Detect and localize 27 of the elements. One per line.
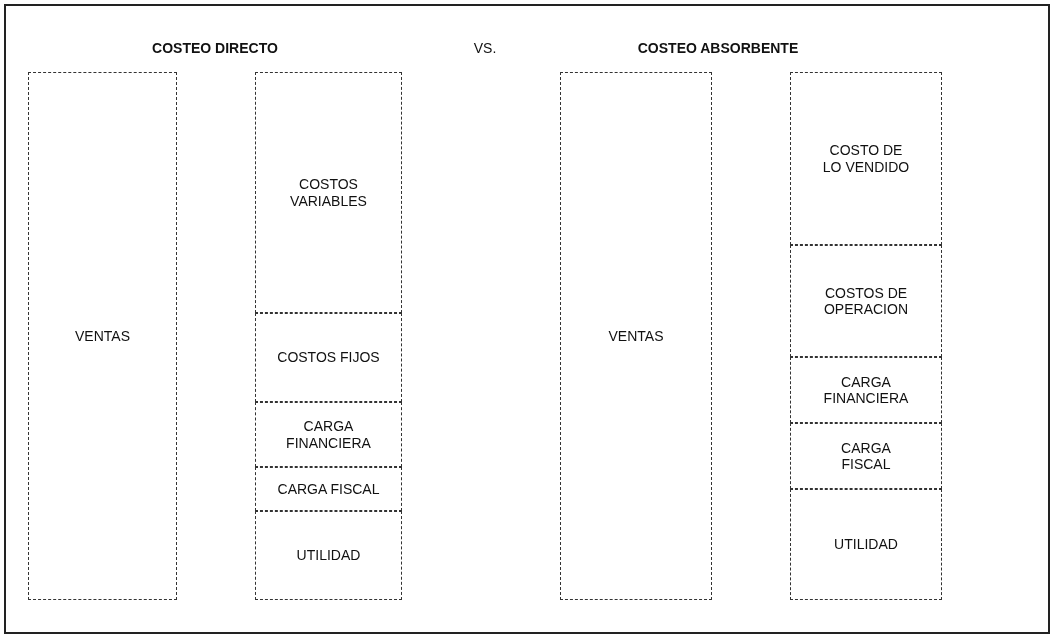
block-label: CARGA FISCAL — [277, 480, 380, 498]
block-label: VENTAS — [608, 327, 664, 345]
cost-block — [28, 72, 177, 600]
cost-block — [255, 511, 402, 600]
block-label: CARGA FISCAL — [840, 439, 892, 473]
cost-block — [255, 467, 402, 511]
cost-block — [790, 423, 942, 489]
block-label: UTILIDAD — [834, 536, 898, 553]
cost-block — [790, 489, 942, 600]
block-label: COSTO DE LO VENDIDO — [821, 142, 911, 175]
cost-block — [255, 72, 402, 313]
cost-block — [255, 402, 402, 467]
cost-block — [560, 72, 712, 600]
block-label: VENTAS — [75, 327, 130, 345]
block-label: COSTOS FIJOS — [277, 349, 380, 366]
block-label: CARGA FINANCIERA — [822, 373, 910, 407]
cost-block — [255, 313, 402, 402]
versus-label: VS. — [473, 40, 497, 56]
cost-block — [790, 245, 942, 357]
block-label: COSTOS VARIABLES — [289, 176, 368, 209]
cost-block — [790, 357, 942, 423]
block-label: UTILIDAD — [296, 547, 361, 564]
block-label: CARGA FINANCIERA — [285, 418, 372, 451]
column-heading: COSTEO DIRECTO — [152, 40, 278, 56]
cost-block — [790, 72, 942, 245]
block-label: COSTOS DE OPERACION — [823, 284, 909, 318]
column-heading: COSTEO ABSORBENTE — [637, 40, 799, 56]
